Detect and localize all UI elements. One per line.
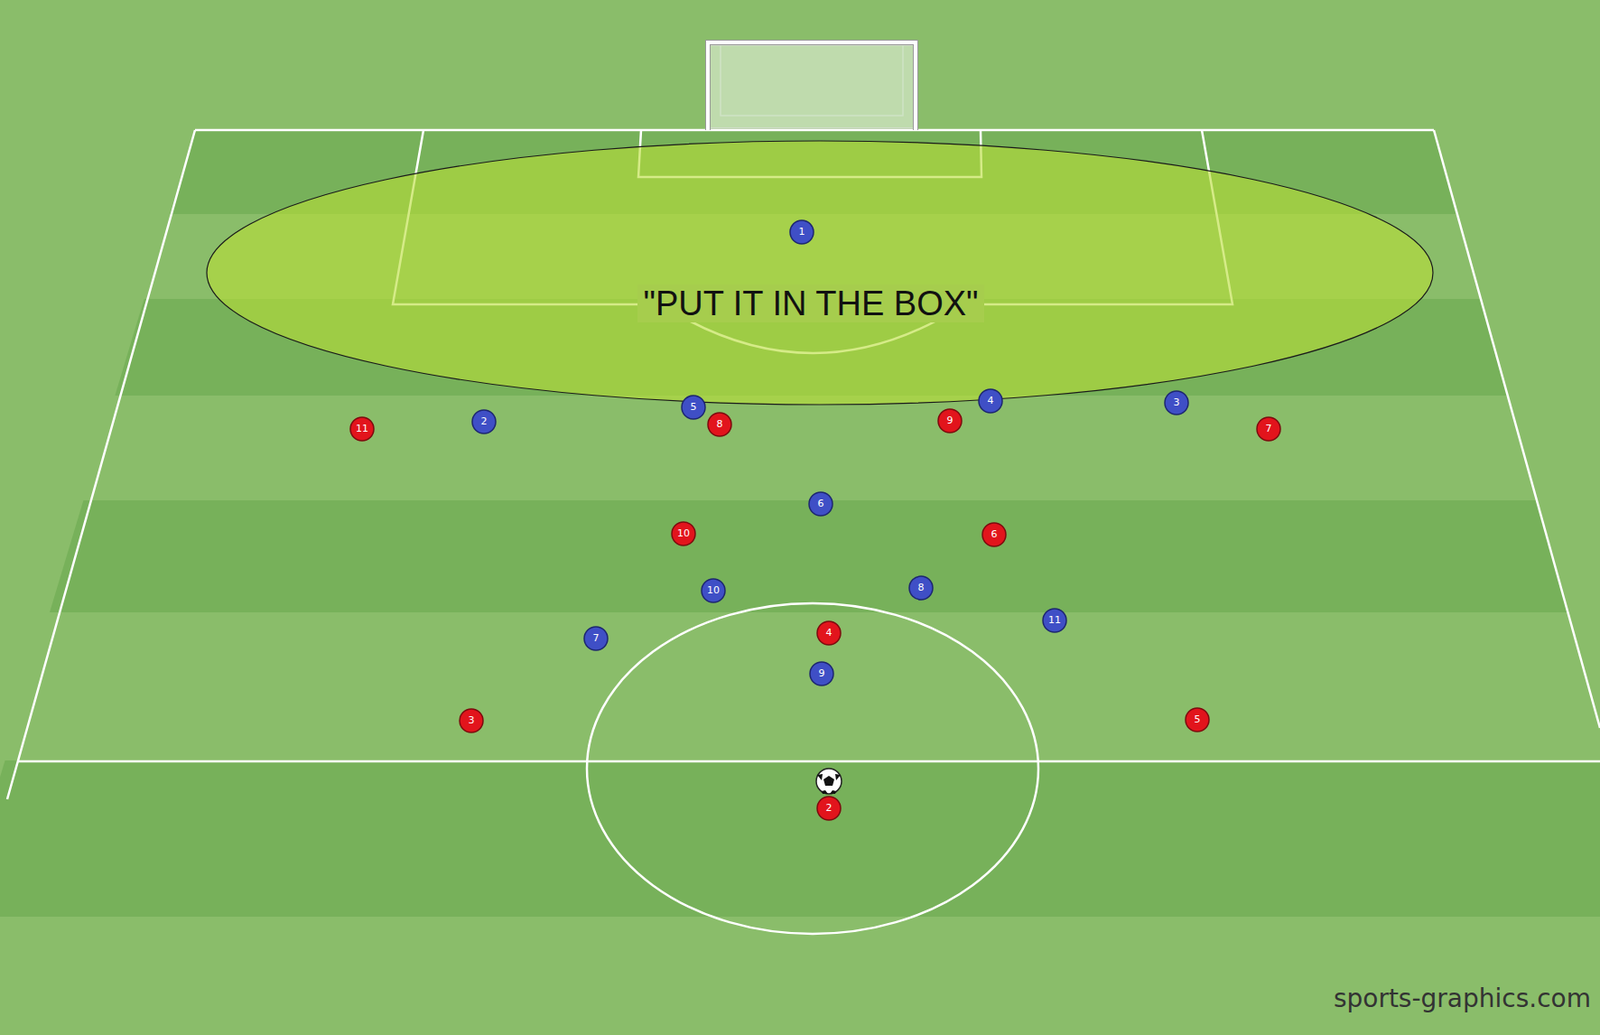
player-number: 8 <box>908 575 934 601</box>
player-circle <box>809 492 833 516</box>
player-number: 3 <box>458 707 484 734</box>
red-player: 4 <box>816 620 842 646</box>
blue-player: 7 <box>583 625 609 652</box>
player-circle <box>1042 608 1067 633</box>
player-circle <box>584 626 608 651</box>
grass-stripes <box>0 130 1600 917</box>
player-number: 11 <box>349 416 375 442</box>
blue-player: 8 <box>908 575 934 601</box>
zone-label: "PUT IT IN THE BOX" <box>637 284 984 323</box>
player-circle <box>817 621 841 645</box>
pitch-lines <box>7 130 1600 934</box>
player-circle <box>459 708 484 733</box>
red-player: 9 <box>937 408 963 434</box>
player-number: 9 <box>937 408 963 434</box>
blue-player: 1 <box>789 219 815 245</box>
watermark: sports-graphics.com <box>1333 983 1591 1014</box>
player-circle <box>701 578 726 603</box>
player-number: 11 <box>1041 607 1068 633</box>
player-circle <box>978 389 1003 413</box>
player-circle <box>472 409 496 434</box>
player-number: 7 <box>583 625 609 652</box>
player-circle <box>909 576 933 600</box>
player-number: 6 <box>808 491 834 517</box>
player-number: 10 <box>670 520 697 547</box>
player-circle <box>671 521 696 546</box>
red-player: 11 <box>349 416 375 442</box>
blue-player: 5 <box>680 394 707 420</box>
player-circle <box>681 395 706 419</box>
player-circle <box>938 409 962 433</box>
red-player: 2 <box>816 795 842 821</box>
blue-player: 2 <box>471 409 497 435</box>
player-number: 10 <box>700 577 726 604</box>
goal <box>707 42 916 131</box>
player-circle <box>350 417 374 441</box>
red-player: 10 <box>670 520 697 547</box>
red-player: 8 <box>706 411 733 438</box>
red-player: 7 <box>1255 416 1282 442</box>
player-number: 4 <box>977 388 1004 414</box>
player-number: 8 <box>706 411 733 438</box>
player-number: 2 <box>816 795 842 821</box>
red-player: 6 <box>981 521 1007 548</box>
player-circle <box>1164 390 1189 415</box>
player-number: 2 <box>471 409 497 435</box>
ellipse-shape <box>206 140 1433 405</box>
player-number: 9 <box>809 660 835 687</box>
player-number: 7 <box>1255 416 1282 442</box>
player-circle <box>1185 707 1210 732</box>
player-number: 3 <box>1163 390 1190 416</box>
player-circle <box>1256 417 1281 441</box>
blue-player: 10 <box>700 577 726 604</box>
player-number: 6 <box>981 521 1007 548</box>
player-circle <box>982 522 1006 547</box>
player-circle <box>790 220 814 244</box>
blue-player: 3 <box>1163 390 1190 416</box>
red-player: 5 <box>1184 706 1210 733</box>
blue-player: 9 <box>809 660 835 687</box>
player-circle <box>817 796 841 820</box>
player-circle <box>707 412 732 437</box>
ellipse-outline <box>205 139 1434 406</box>
blue-player: 4 <box>977 388 1004 414</box>
football <box>816 768 842 794</box>
blue-player: 6 <box>808 491 834 517</box>
player-number: 1 <box>789 219 815 245</box>
player-circle <box>809 661 834 686</box>
player-number: 4 <box>816 620 842 646</box>
target-zone-ellipse: "PUT IT IN THE BOX" 1 <box>205 139 1434 406</box>
red-player: 3 <box>458 707 484 734</box>
player-number: 5 <box>680 394 707 420</box>
player-number: 5 <box>1184 706 1210 733</box>
blue-player: 11 <box>1041 607 1068 633</box>
